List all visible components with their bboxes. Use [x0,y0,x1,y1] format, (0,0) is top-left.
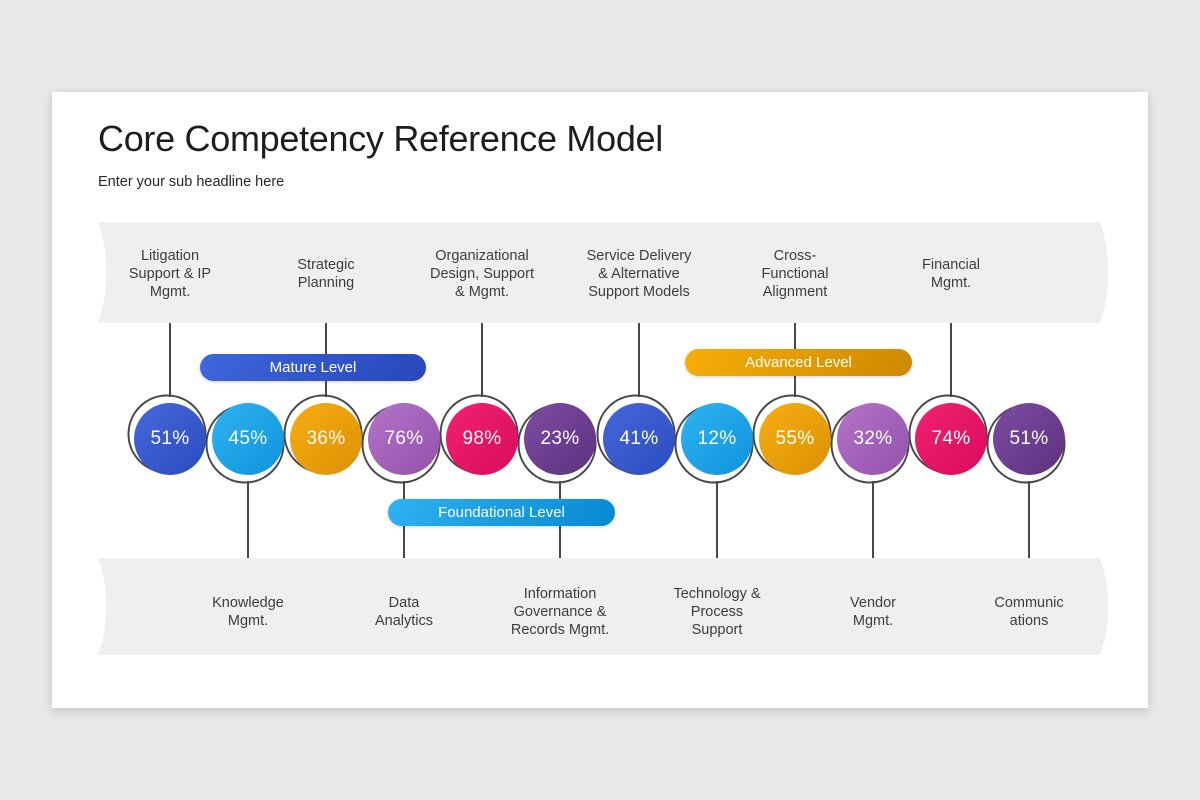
circle-value: 51% [1009,428,1049,449]
bottom-band-item: Communic ations [994,595,1064,629]
competency-circle: 45% [212,403,284,475]
competency-circle: 55% [759,403,831,475]
bottom-band-item: Data Analytics [374,595,434,629]
level-pill-label: Mature Level [269,359,357,376]
top-band-item: Financial Mgmt. [921,257,981,291]
competency-circle: 98% [446,403,518,475]
circle-value: 55% [775,428,815,449]
competency-circle: 51% [134,403,206,475]
top-band-item: Service Delivery & Alternative Support M… [586,248,692,300]
competency-circle: 32% [837,403,909,475]
page-title: Core Competency Reference Model [98,118,663,159]
competency-circle: 51% [993,403,1065,475]
circle-value: 76% [384,428,424,449]
competency-circle: 12% [681,403,753,475]
top-band-item: Strategic Planning [297,257,355,291]
circle-value: 32% [853,428,893,449]
circle-value: 74% [931,428,971,449]
circle-value: 41% [619,428,659,449]
top-band-item: Litigation Support & IP Mgmt. [128,248,212,300]
bottom-band-item: Technology & Process Support [673,586,761,638]
competency-circle: 74% [915,403,987,475]
level-pill-mature: Mature Level [200,354,426,381]
level-pill-foundational: Foundational Level [388,499,615,526]
level-pill-label: Foundational Level [438,504,565,521]
competency-circle: 36% [290,403,362,475]
circle-value: 45% [228,428,268,449]
bottom-band-ribbon [98,558,1109,655]
top-band-item: Cross- Functional Alignment [761,248,829,300]
circle-value: 12% [697,428,737,449]
circle-value: 51% [150,428,190,449]
level-pill-label: Advanced Level [745,354,852,371]
competency-circle: 76% [368,403,440,475]
level-pill-advanced: Advanced Level [685,349,912,376]
page-subtitle: Enter your sub headline here [98,174,285,190]
circle-value: 23% [540,428,580,449]
bottom-band-item: Vendor Mgmt. [850,595,896,629]
competency-circle: 23% [524,403,596,475]
top-band-item: Organizational Design, Support & Mgmt. [430,248,534,300]
bottom-band-item: Knowledge Mgmt. [212,595,284,629]
circle-value: 36% [306,428,346,449]
competency-circle: 41% [603,403,675,475]
circle-value: 98% [462,428,502,449]
top-band-ribbon [98,222,1109,323]
bottom-band-item: Information Governance & Records Mgmt. [510,586,610,638]
